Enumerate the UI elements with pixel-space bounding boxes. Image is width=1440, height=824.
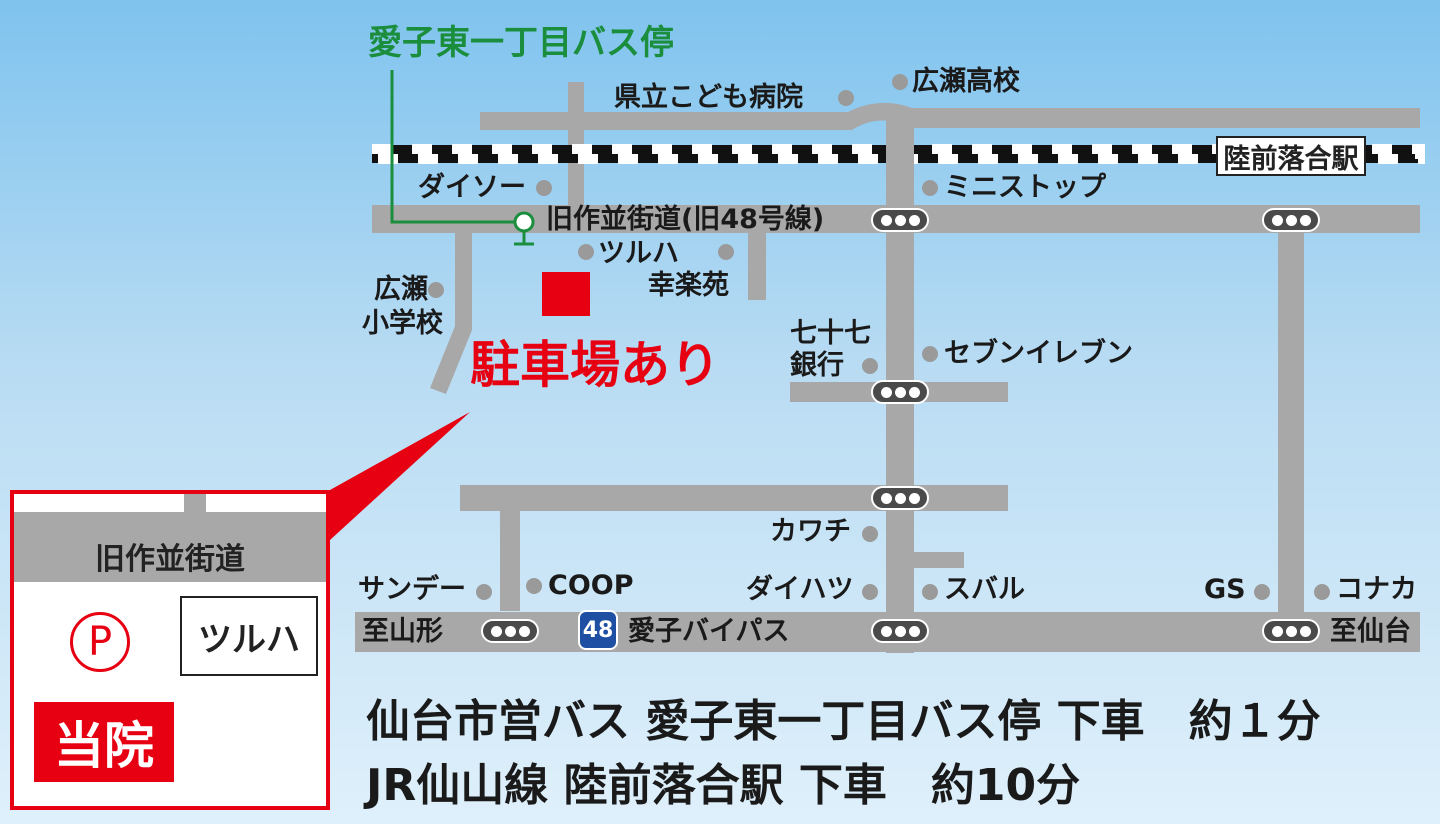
left-branch-road xyxy=(430,232,472,394)
kourakuen-street xyxy=(748,232,766,300)
label-daiso: ダイソー xyxy=(418,172,526,203)
route-48-badge: 48 xyxy=(578,610,618,650)
dot-tsuruha xyxy=(578,244,594,260)
label-kenritsu-kodomo: 県立こども病院 xyxy=(614,82,803,113)
dot-seven-eleven xyxy=(922,346,938,362)
dot-daiso xyxy=(536,180,552,196)
dot-kenritsu-kodomo xyxy=(838,90,854,106)
label-hirose-koukou: 広瀬高校 xyxy=(912,66,1020,97)
label-hirose-school-2: 小学校 xyxy=(362,308,443,339)
label-subaru: スバル xyxy=(944,574,1025,605)
inset-detail-map: 旧作並街道 P ツルハ 当院 xyxy=(10,490,330,810)
inset-shop-label: ツルハ xyxy=(180,596,318,676)
upper-road xyxy=(480,102,1420,130)
station-label: 陸前落合駅 xyxy=(1216,136,1366,176)
dot-subaru xyxy=(922,584,938,600)
label-sunday: サンデー xyxy=(358,574,466,605)
traffic-signal-icon xyxy=(871,486,929,510)
traffic-signal-icon xyxy=(871,380,929,404)
access-bus: 仙台市営バス 愛子東一丁目バス停 下車 約１分 xyxy=(366,696,1321,747)
coop-street xyxy=(500,511,520,611)
label-coop: COOP xyxy=(548,570,634,601)
traffic-signal-icon xyxy=(871,208,929,232)
label-to-yamagata: 至山形 xyxy=(362,616,443,647)
parking-available-label: 駐車場あり xyxy=(470,336,720,394)
inset-road-label: 旧作並街道 xyxy=(95,542,245,577)
traffic-signal-icon xyxy=(481,619,539,643)
dot-kourakuen xyxy=(718,244,734,260)
inset-clinic-label: 当院 xyxy=(34,702,174,782)
parking-icon: P xyxy=(70,612,130,672)
dot-ministop xyxy=(922,180,938,196)
label-kourakuen: 幸楽苑 xyxy=(648,270,729,301)
label-ministop: ミニストップ xyxy=(944,172,1106,203)
inset-road-stub xyxy=(184,494,206,524)
dot-hirose-koukou xyxy=(892,74,908,90)
label-to-sendai: 至仙台 xyxy=(1330,616,1411,647)
label-hirose-school-1: 広瀬 xyxy=(374,274,428,305)
label-bank-2: 銀行 xyxy=(790,350,844,381)
dot-sunday xyxy=(476,584,492,600)
kawachi-street xyxy=(900,552,964,568)
dot-konaka xyxy=(1314,584,1330,600)
label-daihatsu: ダイハツ xyxy=(746,574,854,605)
dot-gs xyxy=(1254,584,1270,600)
bus-stop-leader-line xyxy=(390,70,520,224)
bus-stop-marker xyxy=(513,211,535,233)
label-old-road: 旧作並街道(旧48号線) xyxy=(546,204,825,235)
callout-pointer xyxy=(330,412,470,540)
right-vertical-road xyxy=(1278,232,1304,652)
dot-bank xyxy=(862,358,878,374)
label-tsuruha: ツルハ xyxy=(598,238,679,269)
label-bank-1: 七十七 xyxy=(790,318,871,349)
traffic-signal-icon xyxy=(871,619,929,643)
dot-hirose-school xyxy=(428,282,444,298)
dot-daihatsu xyxy=(862,584,878,600)
access-train: JR仙山線 陸前落合駅 下車 約10分 xyxy=(366,760,1081,811)
dot-coop xyxy=(526,578,542,594)
label-konaka: コナカ xyxy=(1336,574,1417,605)
clinic-marker xyxy=(542,272,590,316)
inset-road xyxy=(14,512,326,582)
label-seven-eleven: セブンイレブン xyxy=(944,338,1133,369)
bus-stop-label: 愛子東一丁目バス停 xyxy=(368,23,674,63)
traffic-signal-icon xyxy=(1262,208,1320,232)
label-kawachi: カワチ xyxy=(770,516,851,547)
label-gs: GS xyxy=(1204,574,1246,605)
label-bypass: 愛子バイパス xyxy=(628,616,790,647)
traffic-signal-icon xyxy=(1262,619,1320,643)
dot-kawachi xyxy=(862,526,878,542)
